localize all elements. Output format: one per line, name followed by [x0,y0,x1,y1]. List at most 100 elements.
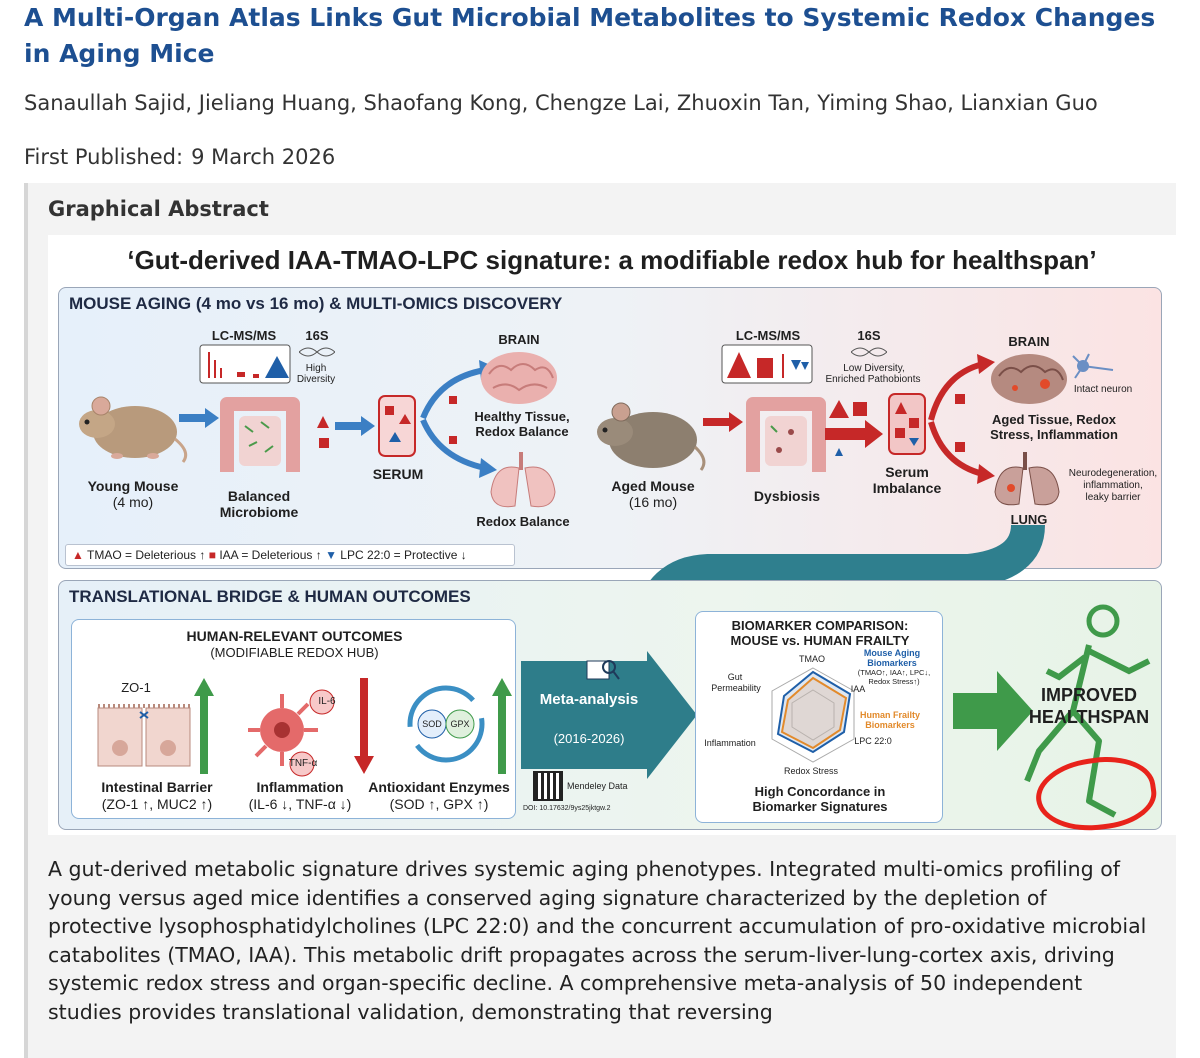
high-diversity-label-2: Diversity [296,374,336,385]
barrier-sublabel: (ZO-1 ↑, MUC2 ↑) [101,796,213,812]
serum-imbalance-1: Serum [885,464,929,480]
human-legend-2: Biomarkers [865,720,915,730]
aged-mouse-label: Aged Mouse [611,478,695,494]
mouse-legend-4: Redox Stress↑) [868,677,920,686]
lung-label: LUNG [1010,512,1048,527]
balanced-label-2: Microbiome [219,504,299,520]
balanced-label-1: Balanced [227,488,291,504]
mouse-legend-1: Mouse Aging [863,648,921,658]
s16-left-label: 16S [305,328,329,343]
young-mouse-illustration [79,396,188,463]
aged-tissue-2: Stress, Inflammation [990,427,1118,442]
graphical-abstract-figure: ‘Gut-derived IAA-TMAO-LPC signature: a m… [48,235,1176,835]
lcms-right-spectrum [721,344,813,384]
legend-tmao: TMAO = Deleterious ↑ [87,548,206,562]
gpx-label: GPX [450,719,470,729]
radar-gut-1: Gut [727,672,743,682]
neuron-icon [1072,353,1114,379]
mouse-aging-panel: MOUSE AGING (4 mo vs 16 mo) & MULTI-OMIC… [58,287,1162,569]
serum-imbalance-2: Imbalance [872,480,942,496]
low-diversity-1: Low Diversity, [843,363,905,374]
inflammation-sublabel: (IL-6 ↓, TNF-α ↓) [248,796,352,812]
antioxidant-cycle [407,685,485,763]
aged-lung-illustration [994,452,1060,506]
improved-2: HEALTHSPAN [1028,707,1150,727]
qr-code-icon[interactable] [533,771,563,801]
aged-mouse-illustration [597,402,706,471]
low-diversity-2: Enriched Pathobionts [825,374,921,385]
human-outcomes-card: HUMAN-RELEVANT OUTCOMES (MODIFIABLE REDO… [71,619,516,819]
sod-label: SOD [422,719,442,729]
aged-tissue-1: Aged Tissue, Redox [991,412,1116,427]
serum-tube-left [378,395,416,457]
bio-title-2: MOUSE vs. HUMAN FRAILTY [730,633,910,648]
radar-chart [771,667,855,763]
healthy-tissue-2: Redox Balance [475,424,569,439]
radar-iaa: IAA [850,684,866,694]
metabolite-markers-right [825,400,883,456]
human-legend-1: Human Frailty [859,710,920,720]
radar-tmao: TMAO [799,654,825,664]
radar-redox: Redox Stress [783,766,839,776]
s16-right-label: 16S [857,328,881,343]
radar-gut-2: Permeability [711,683,761,693]
dna-right-icon [851,347,887,357]
improved-1: IMPROVED [1040,685,1137,705]
author-list: Sanaullah Sajid, Jieliang Huang, Shaofan… [24,91,1098,115]
mouse-legend-2: Biomarkers [867,658,917,668]
running-person-icon [1024,604,1151,818]
outcomes-title: HUMAN-RELEVANT OUTCOMES [186,628,403,644]
young-mouse-label: Young Mouse [87,478,179,494]
neuro-3: leaky barrier [1085,492,1141,503]
tnf-label: TNF-α [288,758,318,769]
graphical-abstract-heading: Graphical Abstract [48,197,269,221]
intestinal-barrier-cells [97,704,191,767]
serum-split-arrows-red [928,354,995,484]
brain-left-label: BRAIN [498,332,540,347]
tmao-triangle-icon: ▲ [72,548,84,562]
abstract-text: A gut-derived metabolic signature drives… [48,857,1147,1024]
metabolite-markers-left [317,416,329,448]
arrow-right-3 [703,412,743,432]
lcms-left-label: LC-MS/MS [211,328,277,343]
graphical-abstract-section: Graphical Abstract ‘Gut-derived IAA-TMAO… [24,183,1176,1058]
mouse-aging-panel-header: MOUSE AGING (4 mo vs 16 mo) & MULTI-OMIC… [69,294,563,313]
radar-lpc: LPC 22:0 [854,736,892,746]
serum-label: SERUM [372,466,424,482]
dna-left-icon [299,347,335,357]
green-forward-arrow [953,671,1033,751]
legend-iaa: IAA = Deleterious ↑ [219,548,322,562]
bio-title-1: BIOMARKER COMPARISON: [731,618,909,633]
zo1-label: ZO-1 [121,680,151,695]
healthy-tissue-1: Healthy Tissue, [474,409,570,424]
serum-tube-right [888,393,926,455]
mouse-legend-3: (TMAO↑, IAA↑, LPC↓, [857,668,931,677]
translational-panel: TRANSLATIONAL BRIDGE & HUMAN OUTCOMES HU… [58,580,1162,830]
doi-label: DOI: 10.17632/9ys25jktgw.2 [523,805,611,812]
meta-years-label: (2016-2026) [553,731,625,746]
immune-cell-illustration [248,689,335,777]
inflammation-label: Inflammation [256,779,344,795]
concordance-2: Biomarker Signatures [752,799,888,814]
redox-balance-label: Redox Balance [476,514,570,529]
iaa-square-icon: ■ [208,548,216,562]
concordance-1: High Concordance in [754,784,886,799]
aged-mouse-age: (16 mo) [628,494,678,510]
lcms-left-spectrum [199,344,291,384]
barrier-up-arrow [194,678,214,774]
article-title[interactable]: A Multi-Organ Atlas Links Gut Microbial … [24,3,1156,68]
neuro-2: inflammation, [1083,480,1143,491]
book-magnifier-icon [586,660,620,680]
intact-neuron-label: Intact neuron [1073,384,1133,395]
brain-right-label: BRAIN [1008,334,1050,349]
lpc-triangle-icon: ▼ [325,548,337,562]
dysbiosis-intestine-illustration [746,397,826,472]
mendeley-label: Mendeley Data [567,781,628,791]
lcms-right-label: LC-MS/MS [735,328,801,343]
healthy-lung-illustration [490,452,556,508]
barrier-label: Intestinal Barrier [101,779,213,795]
healthy-intestine-illustration [220,397,300,472]
legend-lpc: LPC 22:0 = Protective ↓ [340,548,467,562]
neuro-1: Neurodegeneration, [1068,468,1158,479]
publication-date: First Published:9 March 2026 [24,145,335,169]
